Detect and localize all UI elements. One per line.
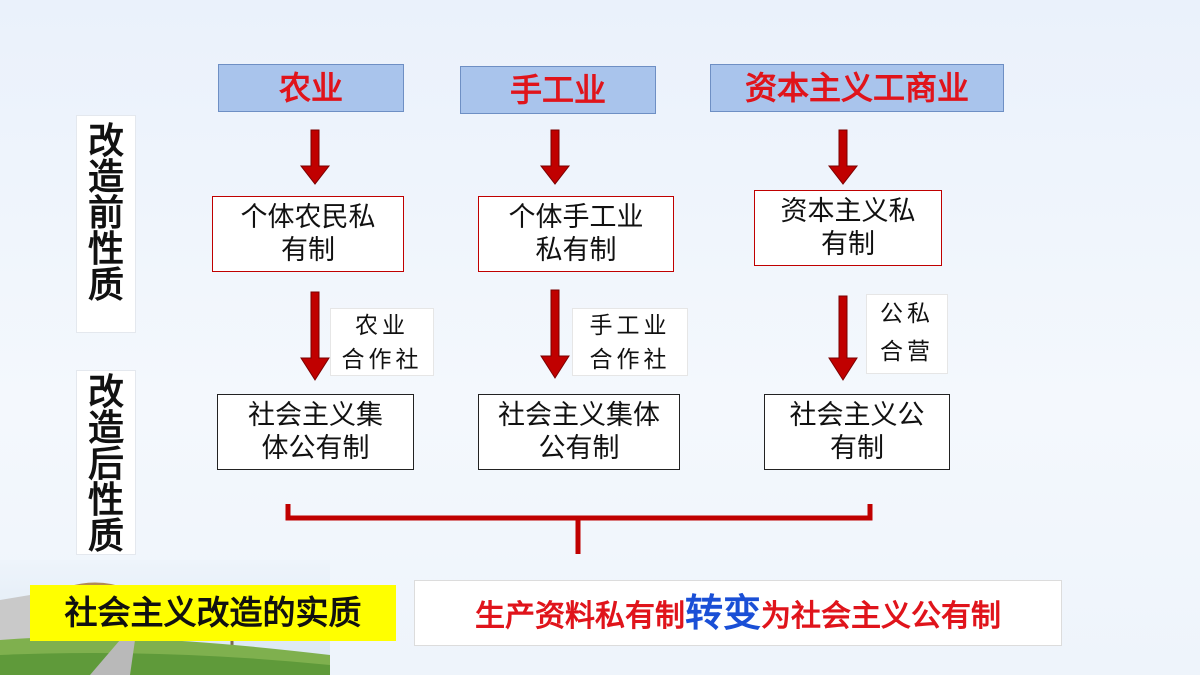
method-text-line: 手工业 xyxy=(589,313,671,339)
method-note-agriculture: 农业 合作社 xyxy=(330,308,434,376)
side-label-before: 改 造 前 性 质 xyxy=(76,115,136,333)
side-label-before-char: 质 xyxy=(87,265,124,306)
side-label-after-char: 性 xyxy=(87,480,124,521)
after-text-line: 有制 xyxy=(830,433,884,464)
summary-value: 生产资料私有制转变为社会主义公有制 xyxy=(414,580,1062,646)
method-text-line: 公私 xyxy=(880,301,934,327)
category-agriculture: 农业 xyxy=(218,64,404,112)
side-label-before-char: 性 xyxy=(87,229,124,270)
before-text-line: 个体手工业 xyxy=(508,202,644,233)
after-text-line: 公有制 xyxy=(538,433,620,464)
down-arrow-icon xyxy=(300,291,330,381)
category-handicraft: 手工业 xyxy=(460,66,656,114)
before-text-line: 有制 xyxy=(281,235,335,266)
category-capitalist-industry: 资本主义工商业 xyxy=(710,64,1004,112)
down-arrow-icon xyxy=(827,129,859,185)
before-text-line: 个体农民私 xyxy=(240,202,376,233)
before-box-agriculture: 个体农民私 有制 xyxy=(212,196,404,272)
bracket-icon xyxy=(285,504,873,554)
method-text-line: 合作社 xyxy=(589,347,671,373)
down-arrow-icon xyxy=(299,129,331,185)
down-arrow-icon xyxy=(539,129,571,185)
down-arrow-icon xyxy=(828,295,858,381)
side-label-after-char: 后 xyxy=(87,444,124,485)
before-box-handicraft: 个体手工业 私有制 xyxy=(478,196,674,272)
side-label-after-char: 质 xyxy=(87,516,124,557)
before-text-line: 资本主义私 xyxy=(780,196,916,227)
after-text-line: 体公有制 xyxy=(261,433,370,464)
before-text-line: 私有制 xyxy=(535,235,617,266)
summary-value-post: 为社会主义公有制 xyxy=(761,599,1001,634)
side-label-after-char: 改 xyxy=(87,372,124,413)
method-note-capitalist-industry: 公私 合营 xyxy=(866,294,948,374)
before-box-capitalist-industry: 资本主义私 有制 xyxy=(754,190,942,266)
summary-value-emphasis: 转变 xyxy=(684,591,761,635)
after-text-line: 社会主义集 xyxy=(248,400,383,431)
method-text-line: 合作社 xyxy=(341,347,423,373)
side-label-after-char: 造 xyxy=(87,408,124,449)
after-box-handicraft: 社会主义集体 公有制 xyxy=(478,394,680,470)
down-arrow-icon xyxy=(540,289,570,379)
side-label-before-char: 前 xyxy=(87,193,124,234)
method-text-line: 合营 xyxy=(880,339,934,365)
method-note-handicraft: 手工业 合作社 xyxy=(572,308,688,376)
summary-value-pre: 生产资料私有制 xyxy=(474,599,685,634)
after-text-line: 社会主义公 xyxy=(789,400,925,431)
before-text-line: 有制 xyxy=(821,229,875,260)
method-text-line: 农业 xyxy=(355,313,409,339)
side-label-before-char: 造 xyxy=(87,157,124,198)
side-label-after: 改 造 后 性 质 xyxy=(76,370,136,555)
after-box-capitalist-industry: 社会主义公 有制 xyxy=(764,394,950,470)
after-text-line: 社会主义集体 xyxy=(498,400,660,431)
summary-key: 社会主义改造的实质 xyxy=(30,585,396,641)
side-label-before-char: 改 xyxy=(87,121,124,162)
after-box-agriculture: 社会主义集 体公有制 xyxy=(217,394,414,470)
